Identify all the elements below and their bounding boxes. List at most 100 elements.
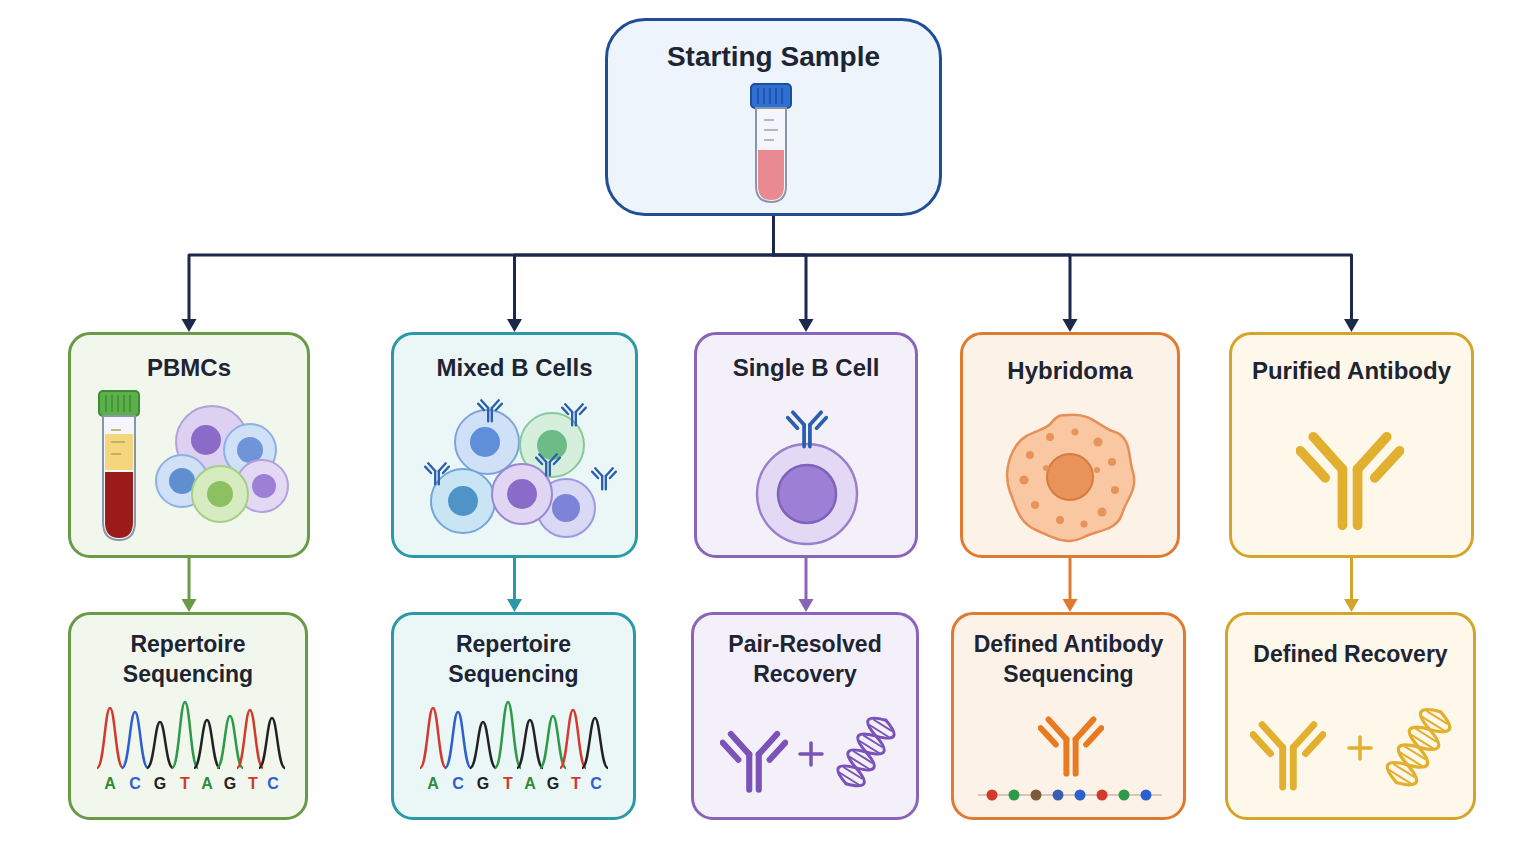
process-box: PBMCs	[68, 332, 310, 558]
connector-line	[188, 558, 191, 601]
sequence-beads	[978, 794, 1162, 796]
hybridoma-cell	[1007, 415, 1134, 541]
purified-antibody	[1300, 437, 1399, 526]
process-box: Single B Cell	[694, 332, 918, 558]
arrow-head	[799, 599, 814, 612]
connector-arrow	[774, 216, 814, 332]
connector-arrow	[507, 216, 774, 332]
arrow-head	[1344, 599, 1359, 612]
process-box: Hybridoma	[960, 332, 1180, 558]
mixed-b-cells	[455, 410, 519, 474]
defined-recovery-icons	[1253, 703, 1455, 791]
hybridoma-cell	[1056, 516, 1064, 524]
pbmc-cells	[207, 481, 233, 507]
sample-tube	[751, 84, 791, 108]
hybridoma-cell	[1072, 429, 1079, 436]
connector-line	[774, 216, 807, 321]
node-text: Hybridoma	[963, 355, 1177, 386]
defined-sequencing-icons	[1041, 720, 1102, 774]
sequence-beads	[1031, 790, 1042, 801]
sample-tube	[758, 150, 784, 200]
defined-recovery-icons	[1253, 725, 1323, 787]
chromatogram	[97, 708, 123, 768]
hybridoma-cell	[1108, 458, 1116, 466]
connector-line	[515, 216, 774, 321]
blood-tube	[106, 395, 130, 412]
sequence-beads	[1009, 790, 1020, 801]
arrow-head	[182, 599, 197, 612]
hybridoma-cell	[1081, 521, 1088, 528]
sequence-beads	[1075, 790, 1086, 801]
hybridoma-cell	[1020, 476, 1029, 485]
node-text: Repertoire Sequencing	[394, 629, 633, 689]
defined-recovery-icons	[1382, 703, 1454, 791]
connector-line	[774, 216, 1071, 321]
mixed-b-cells	[470, 427, 500, 457]
hybridoma-cell	[1094, 438, 1103, 447]
hybridoma-cell	[1111, 486, 1119, 494]
mixed-b-cells	[592, 468, 616, 489]
node-text: Mixed B Cells	[394, 352, 635, 383]
pbmc-cells	[176, 406, 248, 478]
process-box: Repertoire Sequencing	[68, 612, 308, 820]
sequence-beads	[1097, 790, 1108, 801]
blood-tube	[103, 416, 135, 540]
blood-tube	[111, 430, 125, 454]
chromatogram	[420, 702, 608, 768]
node-text: PBMCs	[71, 352, 307, 383]
connector-arrow	[774, 216, 1360, 332]
connector-line	[513, 558, 516, 601]
chromatogram	[237, 710, 263, 768]
purified-antibody	[1300, 437, 1399, 526]
sequence-beads	[978, 790, 1162, 801]
pbmc-cells	[236, 460, 288, 512]
mixed-b-cells	[425, 400, 616, 537]
chromatogram	[172, 702, 198, 768]
process-box: Mixed B Cells	[391, 332, 638, 558]
defined-recovery-icons	[1382, 703, 1454, 791]
single-b-cell	[757, 444, 857, 544]
chromatogram	[217, 716, 243, 768]
blood-tube	[99, 391, 139, 540]
connector-arrow	[1063, 558, 1078, 612]
mixed-b-cells	[448, 486, 478, 516]
chromatogram	[259, 718, 285, 768]
hybridoma-cell	[1046, 433, 1054, 441]
process-box: Purified Antibody	[1229, 332, 1474, 558]
pair-recovery-icons	[723, 734, 786, 790]
connector-line	[1069, 558, 1072, 601]
sample-tube	[751, 84, 791, 202]
pbmc-cells	[237, 437, 263, 463]
single-b-cell	[778, 465, 836, 523]
defined-sequencing-icons	[978, 720, 1162, 801]
mixed-b-cells	[537, 479, 595, 537]
process-box: Defined Recovery	[1225, 612, 1476, 820]
pair-recovery-icons	[800, 743, 822, 765]
pair-recovery-icons	[723, 734, 786, 790]
pbmc-cells	[224, 424, 276, 476]
node-text: Repertoire Sequencing	[71, 629, 305, 689]
process-box: Pair-Resolved Recovery	[691, 612, 919, 820]
mixed-b-cells	[507, 479, 537, 509]
defined-recovery-icons	[1349, 737, 1371, 759]
sequence-beads	[1053, 790, 1064, 801]
chromatogram	[122, 712, 148, 768]
sequence-beads	[1119, 790, 1130, 801]
arrow-head	[1063, 319, 1078, 332]
connector-arrow	[799, 558, 814, 612]
chromatogram	[147, 722, 173, 768]
node-text: Purified Antibody	[1232, 355, 1471, 386]
connector-line	[189, 216, 774, 321]
connector-line	[774, 216, 1352, 321]
blood-tube	[105, 472, 133, 538]
hybridoma-cell	[1031, 501, 1039, 509]
defined-sequencing-icons	[1041, 720, 1102, 774]
hybridoma-cell	[1098, 508, 1107, 517]
node-text: Defined Recovery	[1228, 639, 1473, 669]
arrow-head	[1063, 599, 1078, 612]
hybridoma-cell	[1007, 415, 1134, 541]
mixed-b-cells	[536, 454, 560, 475]
pbmc-cells	[169, 468, 195, 494]
blood-tube	[99, 391, 139, 416]
